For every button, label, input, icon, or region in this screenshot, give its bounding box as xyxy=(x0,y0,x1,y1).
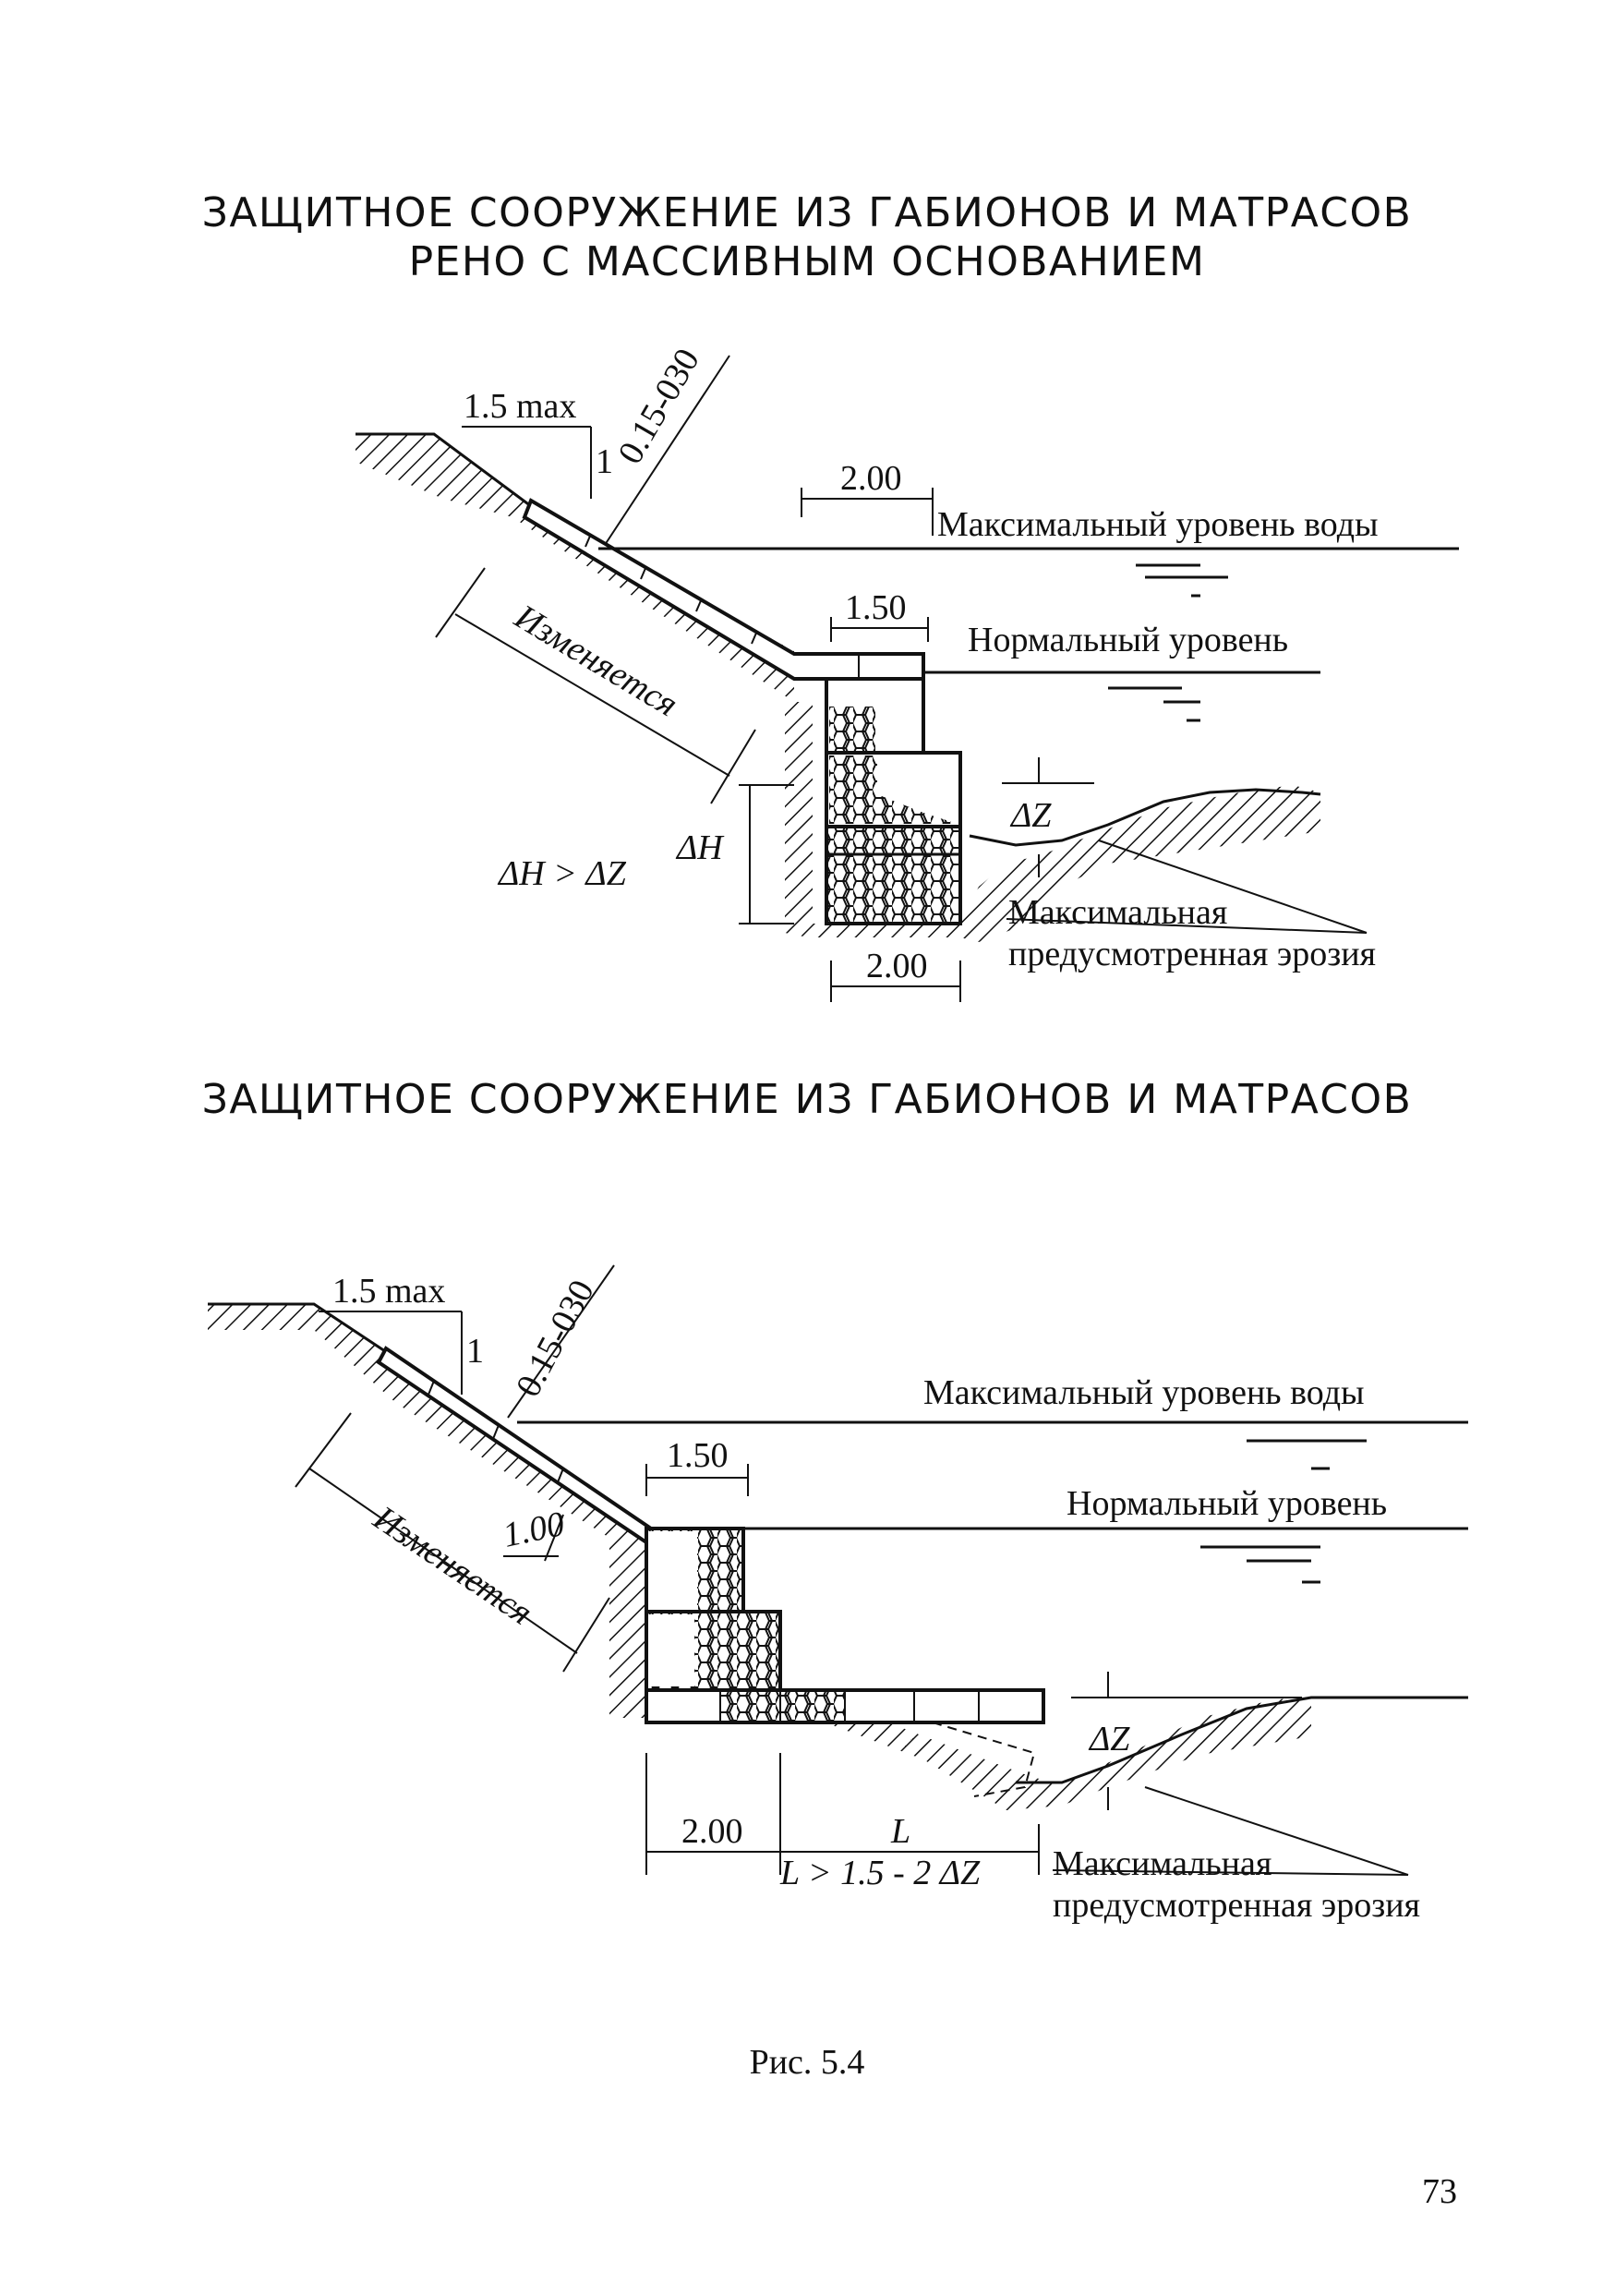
top-massive-base xyxy=(825,825,962,925)
mattress-divider xyxy=(557,1468,564,1483)
bottom-erosion-line2: предусмотренная эрозия xyxy=(1053,1886,1420,1925)
dim-tick xyxy=(435,567,486,638)
bottom-dim-middle: 1.50 xyxy=(667,1436,729,1475)
top-riverbed-line xyxy=(969,788,1321,847)
bottom-dim-base: 2.00 xyxy=(681,1812,743,1851)
bottom-apron-settled xyxy=(932,1722,1036,1797)
bottom-ground-line xyxy=(208,1302,389,1355)
bottom-erosion-line1: Максимальная xyxy=(1053,1844,1272,1883)
top-slope-horizontal: 1.5 max xyxy=(464,387,576,426)
top-soil-bank xyxy=(356,434,794,702)
top-erosion-leader xyxy=(1006,918,1368,934)
bottom-condition: L > 1.5 - 2 ΔZ xyxy=(779,1854,981,1892)
top-mattress-divider xyxy=(695,598,703,612)
bottom-erosion-leader xyxy=(1052,1869,1409,1876)
top-dim-middle: 1.50 xyxy=(845,588,907,627)
top-gabion-fill xyxy=(829,755,958,824)
top-max-water-label: Максимальный уровень воды xyxy=(937,505,1379,544)
top-ground-line xyxy=(356,432,532,508)
mattress-divider xyxy=(428,1380,435,1396)
bottom-dim-apron: L xyxy=(890,1812,910,1851)
top-condition: ΔH > ΔZ xyxy=(497,854,627,893)
top-delta-z: ΔZ xyxy=(1009,796,1052,835)
page-number: 73 xyxy=(1422,2172,1457,2211)
top-mattress-thickness: 0.15-030 xyxy=(610,343,706,471)
bottom-slope-vertical: 1 xyxy=(466,1332,484,1371)
bottom-max-water-label: Максимальный уровень воды xyxy=(923,1373,1365,1412)
top-soil-foundation xyxy=(785,702,1320,942)
bottom-varies-line xyxy=(308,1468,578,1654)
hex-fill xyxy=(720,1692,845,1721)
dim-tick xyxy=(295,1412,352,1488)
top-erosion-line2: предусмотренная эрозия xyxy=(1008,935,1376,973)
bottom-delta-z: ΔZ xyxy=(1088,1720,1130,1758)
top-mattress-divider xyxy=(751,630,758,645)
bottom-gabion-blank xyxy=(648,1614,694,1686)
top-varies-line xyxy=(454,613,730,777)
top-erosion-leader xyxy=(1098,840,1368,934)
dim-tick xyxy=(562,1597,610,1673)
hex-fill xyxy=(697,1531,741,1610)
top-title-line2: РЕНО С МАССИВНЫМ ОСНОВАНИЕМ xyxy=(409,238,1206,285)
dim-tick xyxy=(710,729,756,804)
top-gabion-fill xyxy=(829,707,875,751)
dim-tick xyxy=(544,1514,564,1562)
top-dim-upper: 2.00 xyxy=(840,459,902,498)
top-title-line1: ЗАЩИТНОЕ СООРУЖЕНИЕ ИЗ ГАБИОНОВ И МАТРАС… xyxy=(202,189,1413,236)
bottom-erosion-leader xyxy=(1144,1786,1409,1876)
top-slope-vertical: 1 xyxy=(596,442,613,481)
figure-caption: Рис. 5.4 xyxy=(750,2043,865,2082)
bottom-title: ЗАЩИТНОЕ СООРУЖЕНИЕ ИЗ ГАБИОНОВ И МАТРАС… xyxy=(202,1076,1413,1123)
top-mattress-divider xyxy=(640,565,647,580)
bottom-slope-horizontal: 1.5 max xyxy=(332,1272,445,1311)
top-normal-level-label: Нормальный уровень xyxy=(968,621,1288,659)
bottom-riverbed-line xyxy=(1016,1696,1468,1784)
mattress-divider xyxy=(492,1424,500,1440)
top-dim-base: 2.00 xyxy=(866,947,928,985)
bottom-normal-level-label: Нормальный уровень xyxy=(1067,1484,1387,1523)
bottom-mattress-thickness: 0.15-030 xyxy=(509,1274,602,1403)
top-diagram: ЗАЩИТНОЕ СООРУЖЕНИЕ ИЗ ГАБИОНОВ И МАТРАС… xyxy=(202,189,1459,1002)
top-thickness-leader xyxy=(604,355,730,546)
bottom-diagram: ЗАЩИТНОЕ СООРУЖЕНИЕ ИЗ ГАБИОНОВ И МАТРАС… xyxy=(202,1076,1468,1925)
top-erosion-line1: Максимальная xyxy=(1008,893,1227,932)
top-delta-h: ΔH xyxy=(675,828,725,867)
top-mattress-divider xyxy=(585,533,592,548)
bottom-dim-thickness: 1.00 xyxy=(500,1504,568,1555)
bottom-thickness-leader xyxy=(507,1264,615,1419)
bottom-gabion-blank xyxy=(648,1531,704,1610)
